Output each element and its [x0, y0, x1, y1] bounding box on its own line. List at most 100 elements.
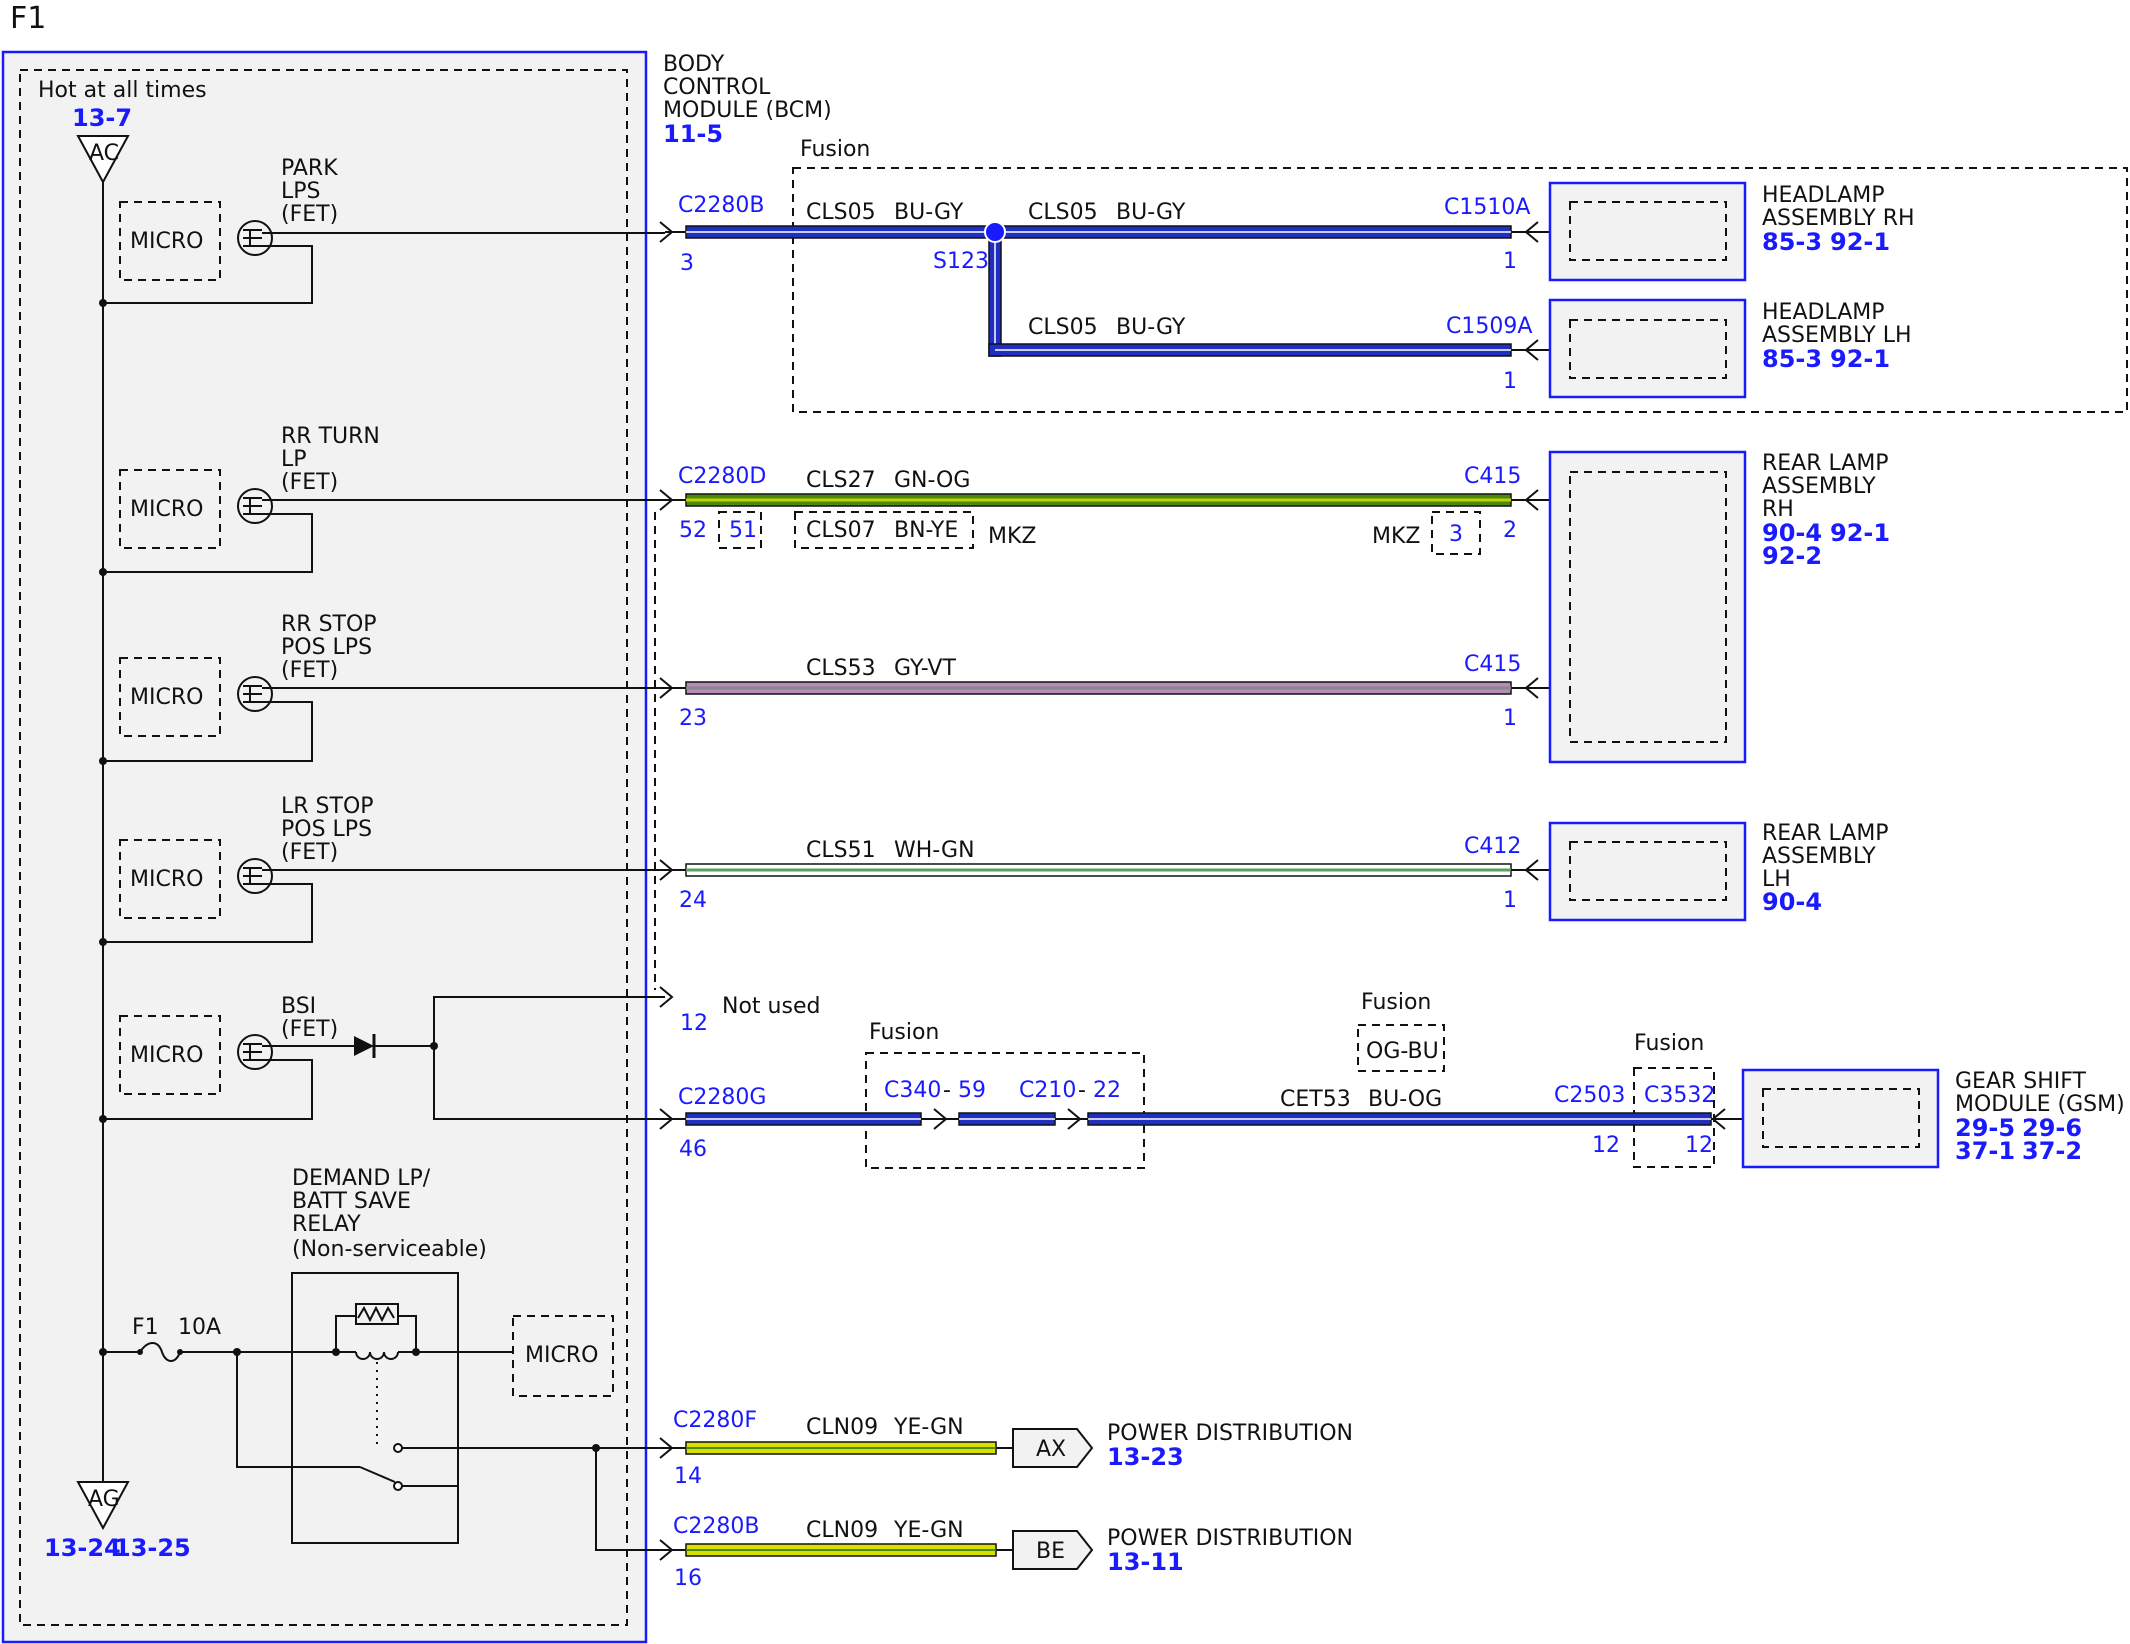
bsi-inline1[interactable]: C340: [884, 1078, 941, 1103]
pd2-ref[interactable]: 13-11: [1107, 1548, 1184, 1576]
rl-lh-ref-1[interactable]: 90-4: [1762, 888, 1822, 916]
bsi-alt-color: OG-BU: [1366, 1039, 1439, 1064]
bsi-connector[interactable]: C2280G: [678, 1085, 766, 1110]
fet-3-label-2: POS LPS: [281, 635, 372, 660]
lr-stop-dest-pin: 1: [1503, 888, 1517, 913]
not-used-pin: 12: [680, 1011, 708, 1036]
fet-1-label-3: (FET): [281, 202, 338, 227]
rear-lamp-rh-box[interactable]: [1548, 450, 1747, 764]
headlamp-rh-box[interactable]: [1548, 181, 1747, 282]
hot-ref[interactable]: 13-7: [72, 104, 132, 132]
fet-channel-park: [99, 201, 665, 307]
hl-lh-ref-1[interactable]: 85-3: [1762, 345, 1822, 373]
ag-label: AG: [88, 1487, 120, 1512]
hot-at-all-times: Hot at all times: [38, 78, 207, 103]
rr-stop-color: GY-VT: [894, 656, 956, 681]
gsm-ref-1[interactable]: 29-5: [1955, 1114, 2015, 1142]
rr-turn-alt-circuit: CLS07: [806, 518, 876, 543]
bcm-title-1: BODY: [663, 52, 725, 77]
rl-rh-ref-3[interactable]: 92-2: [1762, 542, 1822, 570]
ag-ref-2[interactable]: 13-25: [114, 1534, 191, 1562]
bsi-c3532[interactable]: C3532: [1644, 1083, 1715, 1108]
fet-2-label-1: RR TURN: [281, 424, 380, 449]
micro-6-box: [512, 1315, 614, 1397]
fuse-rating: 10A: [178, 1315, 221, 1340]
relay-label-2: BATT SAVE: [292, 1189, 411, 1214]
ac-label: AC: [89, 141, 119, 166]
headlamp-lh-box[interactable]: [1548, 298, 1747, 399]
fet-4-label-3: (FET): [281, 840, 338, 865]
hl-seg2-color: BU-GY: [1116, 200, 1186, 225]
micro-1: MICRO: [130, 229, 203, 254]
hl-rh-pin: 1: [1503, 249, 1517, 274]
fet-3-label-3: (FET): [281, 658, 338, 683]
pd2-pin: 16: [674, 1566, 702, 1591]
pd1-ref[interactable]: 13-23: [1107, 1443, 1184, 1471]
bsi-inline2-pin: 22: [1093, 1078, 1121, 1103]
bsi-color: BU-OG: [1368, 1087, 1442, 1112]
rr-stop-circuit: CLS53: [806, 656, 876, 681]
fet-channel-rr-stop: [99, 657, 665, 765]
rr-turn-alt-dest-pin: 3: [1449, 522, 1463, 547]
rr-turn-alt-pin: 51: [729, 518, 757, 543]
gsm-ref-2[interactable]: 29-6: [2022, 1114, 2082, 1142]
gsm-name-1: GEAR SHIFT: [1955, 1069, 2087, 1094]
wire-lr-stop: [659, 859, 1570, 881]
pd1-connector[interactable]: C2280F: [673, 1408, 757, 1433]
relay-label-1: DEMAND LP/: [292, 1166, 431, 1191]
lr-stop-color: WH-GN: [894, 838, 975, 863]
micro-2: MICRO: [130, 497, 203, 522]
bsi-inline2[interactable]: C210: [1019, 1078, 1076, 1103]
rl-rh-ref-1[interactable]: 90-4: [1762, 519, 1822, 547]
hl-lh-pin: 1: [1503, 369, 1517, 394]
micro-6: MICRO: [525, 1343, 598, 1368]
wire-rr-stop: [659, 677, 1570, 699]
hl-seg1-circuit: CLS05: [806, 200, 876, 225]
pd2-tag[interactable]: [1012, 1530, 1094, 1570]
rear-lamp-lh-box[interactable]: [1548, 821, 1747, 922]
splice-s123[interactable]: S123: [933, 249, 989, 274]
hl-rh-ref-1[interactable]: 85-3: [1762, 228, 1822, 256]
fuse-label: F1: [132, 1315, 159, 1340]
fet-1-label-2: LPS: [281, 179, 321, 204]
lr-stop-dest-connector[interactable]: C412: [1464, 834, 1521, 859]
pd2-color: YE-GN: [893, 1518, 964, 1543]
rr-stop-dest-connector[interactable]: C415: [1464, 652, 1521, 677]
rr-stop-dest-pin: 1: [1503, 706, 1517, 731]
pd2-connector[interactable]: C2280B: [673, 1514, 759, 1539]
fet-channel-rr-turn: [99, 469, 665, 576]
hl-lh-name-2: ASSEMBLY LH: [1762, 323, 1912, 348]
pd1-name: POWER DISTRIBUTION: [1107, 1421, 1353, 1446]
bsi-c2503[interactable]: C2503: [1554, 1083, 1625, 1108]
pd1-pin: 14: [674, 1464, 702, 1489]
gsm-ref-4[interactable]: 37-2: [2022, 1137, 2082, 1165]
rr-stop-pin: 23: [679, 706, 707, 731]
hl-rh-ref-2[interactable]: 92-1: [1830, 228, 1890, 256]
gsm-name-2: MODULE (GSM): [1955, 1092, 2125, 1117]
wire-headlamps: [659, 221, 1570, 361]
fet-5-label-1: BSI: [281, 994, 316, 1019]
hl-connector[interactable]: C2280B: [678, 193, 764, 218]
bsi-inline1-sep: -: [943, 1078, 951, 1103]
fet-4-label-2: POS LPS: [281, 817, 372, 842]
rr-turn-connector[interactable]: C2280D: [678, 464, 766, 489]
mkz-right: MKZ: [1372, 524, 1420, 549]
fet-3-label-1: RR STOP: [281, 612, 377, 637]
ag-ref-1[interactable]: 13-24: [44, 1534, 121, 1562]
gsm-ref-3[interactable]: 37-1: [1955, 1137, 2015, 1165]
hl-rh-connector[interactable]: C1510A: [1444, 195, 1530, 220]
hl-lh-ref-2[interactable]: 92-1: [1830, 345, 1890, 373]
bcm-ref[interactable]: 11-5: [663, 120, 723, 148]
fusion-label-1: Fusion: [800, 137, 870, 162]
rr-turn-dest-connector[interactable]: C415: [1464, 464, 1521, 489]
wire-pd2: [659, 1539, 1013, 1561]
rl-rh-ref-2[interactable]: 92-1: [1830, 519, 1890, 547]
pd1-tag[interactable]: [1012, 1428, 1094, 1468]
rl-rh-name-3: RH: [1762, 497, 1794, 522]
fet-2-label-2: LP: [281, 447, 307, 472]
hl-lh-connector[interactable]: C1509A: [1446, 314, 1532, 339]
gsm-box[interactable]: [1741, 1068, 1940, 1169]
rl-lh-name-1: REAR LAMP: [1762, 821, 1889, 846]
rl-lh-name-2: ASSEMBLY: [1762, 844, 1876, 869]
page-label: F1: [10, 1, 46, 36]
